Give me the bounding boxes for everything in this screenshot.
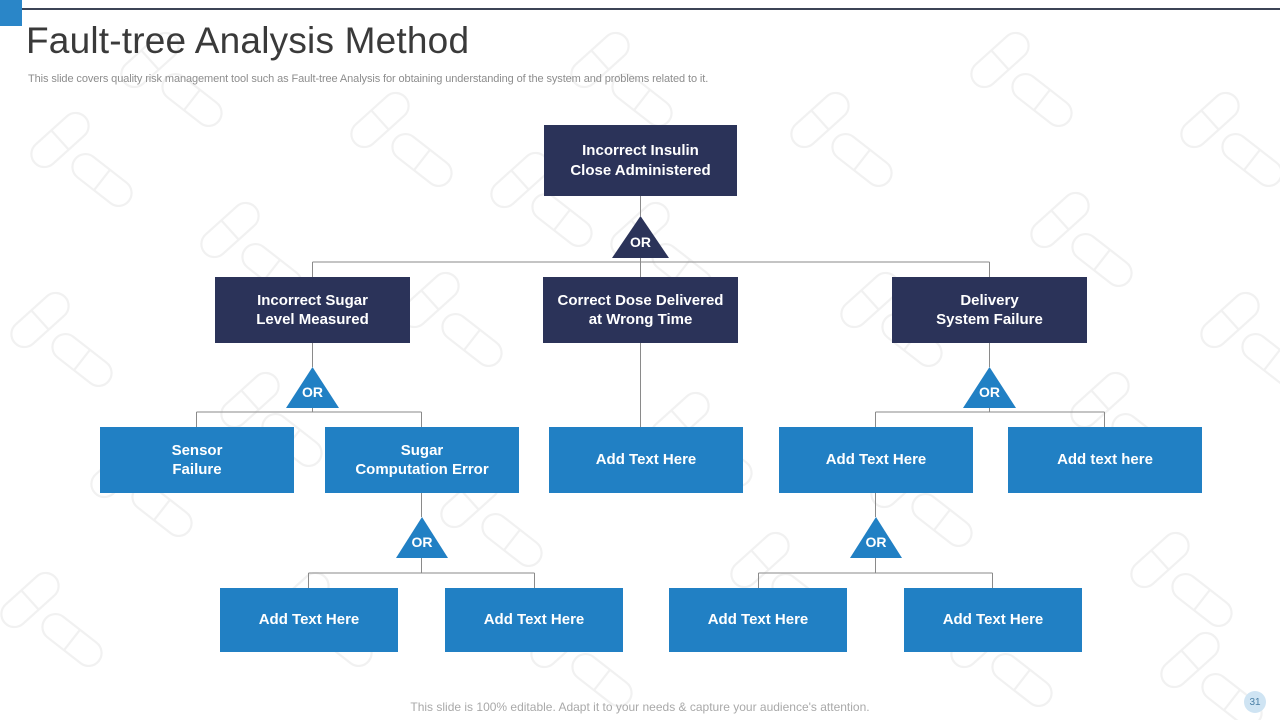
node-add-text-here-right-outer[interactable]: Add text here bbox=[1008, 427, 1202, 493]
gate-or-right[interactable]: OR bbox=[963, 367, 1016, 408]
gate-or-top[interactable]: OR bbox=[612, 216, 669, 258]
node-add-text-here-center[interactable]: Add Text Here bbox=[549, 427, 743, 493]
page-number-badge: 31 bbox=[1244, 691, 1266, 713]
node-add-text-here-right-inner[interactable]: Add Text Here bbox=[779, 427, 973, 493]
gate-or-bottom-right[interactable]: OR bbox=[850, 517, 902, 558]
node-label: Add Text Here bbox=[483, 611, 585, 629]
node-label: Add Text Here bbox=[707, 611, 809, 629]
page-subtitle: This slide covers quality risk managemen… bbox=[28, 73, 709, 85]
or-gate-triangle-icon bbox=[286, 367, 339, 408]
node-label: Add Text Here bbox=[258, 611, 360, 629]
page-title: Fault-tree Analysis Method bbox=[26, 20, 470, 61]
node-add-text-here-bottom-2[interactable]: Add Text Here bbox=[445, 588, 623, 652]
footer-note: This slide is 100% editable. Adapt it to… bbox=[410, 700, 870, 714]
node-label: Add Text Here bbox=[942, 611, 1044, 629]
node-add-text-here-bottom-1[interactable]: Add Text Here bbox=[220, 588, 398, 652]
or-gate-triangle-icon bbox=[850, 517, 902, 558]
node-add-text-here-bottom-4[interactable]: Add Text Here bbox=[904, 588, 1082, 652]
or-gate-triangle-icon bbox=[963, 367, 1016, 408]
node-label: Add text here bbox=[1057, 451, 1153, 469]
node-label: Add Text Here bbox=[595, 451, 697, 469]
gate-or-left[interactable]: OR bbox=[286, 367, 339, 408]
or-gate-triangle-icon bbox=[612, 216, 669, 258]
header-divider bbox=[22, 8, 1280, 10]
node-add-text-here-bottom-3[interactable]: Add Text Here bbox=[669, 588, 847, 652]
gate-or-bottom-left[interactable]: OR bbox=[396, 517, 448, 558]
accent-block bbox=[0, 0, 22, 26]
or-gate-triangle-icon bbox=[396, 517, 448, 558]
node-label: Add Text Here bbox=[825, 451, 927, 469]
